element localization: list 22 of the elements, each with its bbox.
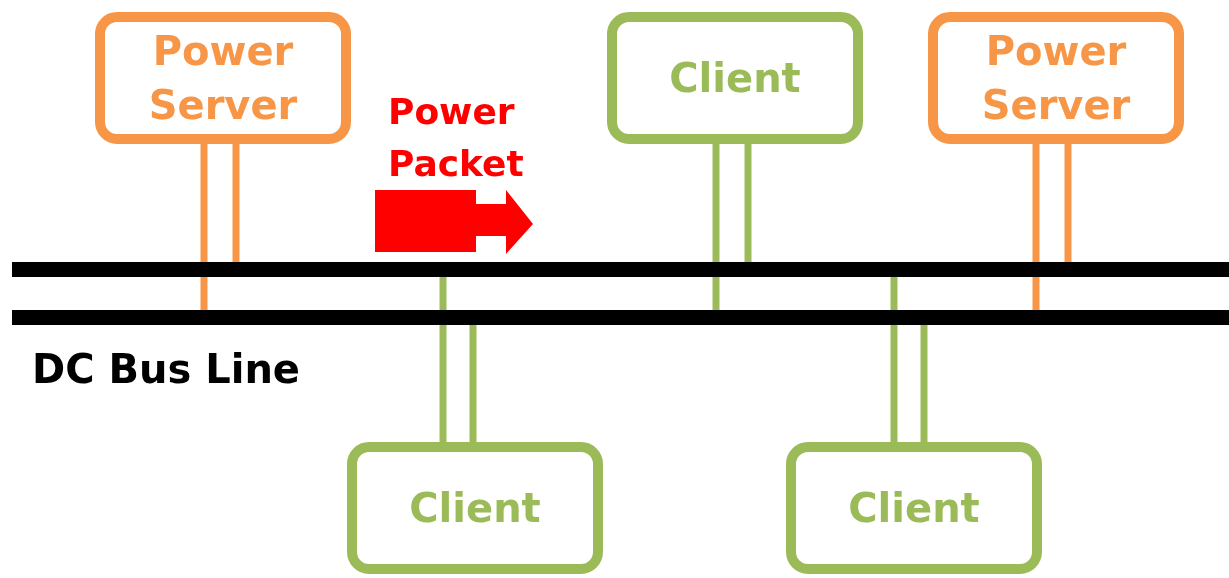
- device-box: [95, 12, 351, 144]
- connector-wire: [439, 277, 447, 442]
- bus-label: DC Bus Line: [32, 345, 301, 393]
- device-box: [928, 12, 1184, 144]
- device-box: [347, 442, 603, 574]
- node-label: Client: [409, 484, 541, 533]
- connector-wire: [890, 277, 898, 442]
- node-label: Client: [848, 484, 980, 533]
- connector-wire: [920, 325, 928, 442]
- connector-wire: [200, 144, 208, 310]
- node-label: Power Server: [147, 27, 299, 130]
- device-box: [786, 442, 1042, 574]
- connector-wire: [712, 144, 720, 310]
- device-box: [607, 12, 863, 144]
- node-label: Power Server: [980, 27, 1132, 130]
- node-label: Power Packet: [388, 90, 525, 187]
- connector-wire: [232, 144, 240, 262]
- connector-wire: [1064, 144, 1072, 262]
- node-label: Client: [669, 54, 801, 103]
- connector-wire: [469, 325, 477, 442]
- connector-wire: [1032, 144, 1040, 310]
- connector-wire: [744, 144, 752, 262]
